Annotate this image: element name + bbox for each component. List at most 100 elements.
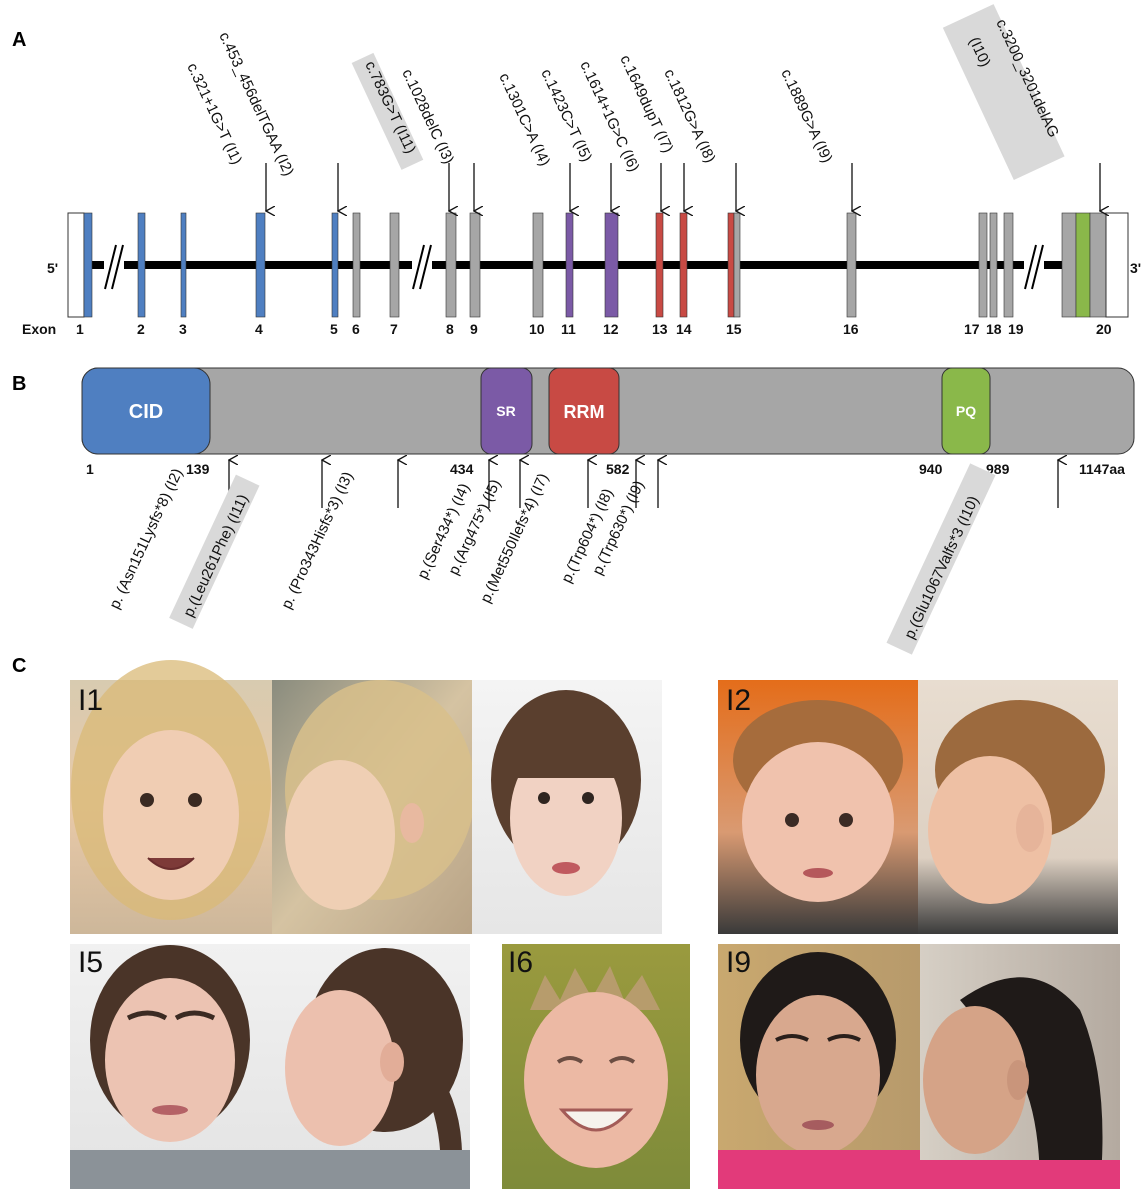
photo-i9-profile-face <box>923 1006 1027 1154</box>
exon-1 <box>83 212 93 318</box>
exon-number: 17 <box>964 321 980 337</box>
exon-number: 5 <box>330 321 338 337</box>
gene-structure: 5' 3' <box>47 212 1141 318</box>
exon-number: 1 <box>76 321 84 337</box>
photo-i5-front-shirt <box>70 1150 270 1189</box>
exon-16 <box>846 212 857 318</box>
panel-c-letter: C <box>12 655 26 677</box>
highlight-box-p1067 <box>886 463 996 655</box>
photo-i1-profile-ear <box>400 803 424 843</box>
exon-14 <box>679 212 688 318</box>
photo-group-i9: I9 <box>718 944 1120 1189</box>
panel-a-letter: A <box>12 29 26 51</box>
domain-sr <box>480 367 533 455</box>
aa-position: 139 <box>186 461 210 477</box>
domain-label-pq: PQ <box>956 403 976 419</box>
exon-20-gray-b <box>1089 212 1107 318</box>
aa-position: 434 <box>450 461 474 477</box>
photo-i5-front-face <box>105 978 235 1142</box>
photo-i9-front-brows <box>775 1034 861 1042</box>
photo-i9-front-face <box>756 995 880 1155</box>
photo-i6-face <box>524 992 668 1168</box>
exon-5 <box>331 212 339 318</box>
photo-i6-hair <box>530 966 660 1010</box>
exon-7 <box>389 212 400 318</box>
exon-number: 14 <box>676 321 692 337</box>
photo-group-i1: I1 <box>70 660 662 934</box>
highlight-box-c783 <box>351 52 424 170</box>
exon-4 <box>255 212 266 318</box>
photo-group-i6: I6 <box>502 944 690 1189</box>
aa-position: 989 <box>986 461 1010 477</box>
photo-i6-eyes <box>556 1056 636 1064</box>
exon-10 <box>532 212 544 318</box>
exon-20-green <box>1075 212 1091 318</box>
exon-15-red <box>727 212 735 318</box>
exon-number: 4 <box>255 321 263 337</box>
protein-variant-label: p. (Asn151Lysfs*8) (I2) <box>106 466 186 612</box>
domain-rrm <box>548 367 620 455</box>
aa-position: 1147aa <box>1079 461 1125 477</box>
exon-12 <box>604 212 619 318</box>
photo-group-i5: I5 <box>70 944 470 1189</box>
label-5prime: 5' <box>47 260 58 276</box>
highlight-box-c3200 <box>942 4 1065 181</box>
label-3prime: 3' <box>1130 260 1141 276</box>
aa-position: 582 <box>606 461 630 477</box>
aa-position: 1 <box>86 461 94 477</box>
domain-label-sr: SR <box>496 403 515 419</box>
exon-number: 19 <box>1008 321 1024 337</box>
aa-positions: 1 139 434 582 940 989 1147aa <box>86 461 1125 477</box>
break-mark-3 <box>1024 244 1044 290</box>
photo-group-i2: I2 <box>718 680 1118 934</box>
photo-i9-profile-shirt <box>920 1160 1120 1189</box>
break-mark-1 <box>104 244 124 290</box>
photo-label-i1: I1 <box>78 684 103 717</box>
utr-3prime <box>1105 212 1129 318</box>
photo-i1-profile-face <box>285 760 395 910</box>
photo-i9-front-mouth <box>802 1120 834 1130</box>
domain-label-cid: CID <box>129 401 163 423</box>
domain-label-rrm: RRM <box>564 402 605 422</box>
exon-number-row: Exon 1 2 3 4 5 6 7 8 9 10 11 12 13 14 15… <box>22 321 1112 337</box>
domain-cid <box>81 367 211 455</box>
photo-i2-front-mouth <box>803 868 833 878</box>
exon-11 <box>565 212 574 318</box>
photo-i5-front-mouth <box>152 1105 188 1115</box>
exon-number: 11 <box>561 321 576 337</box>
photo-i1-front-eye <box>140 793 154 807</box>
photo-label-i9: I9 <box>726 946 751 979</box>
photo-i2-front-face <box>742 742 894 902</box>
photo-i2-front-eye <box>785 813 799 827</box>
exon-number: 15 <box>726 321 742 337</box>
photo-i1-front-eye <box>188 793 202 807</box>
exon-number: 12 <box>603 321 619 337</box>
photo-i1-older-eye <box>582 792 594 804</box>
photo-i2-profile-face <box>928 756 1052 904</box>
break-mark-2 <box>412 244 432 290</box>
variant-label: c.1889G>A (I9) <box>777 67 835 166</box>
photo-i1-front-face <box>103 730 239 900</box>
photo-i6-smile <box>558 1108 634 1132</box>
protein-variant-label: p.(Leu261Phe) (I11) <box>180 492 252 620</box>
exon-6 <box>352 212 361 318</box>
protein-variant-label: p. (Pro343Hisfs*3) (I3) <box>278 469 356 611</box>
exon-number: 7 <box>390 321 398 337</box>
photo-i1-older-eye <box>538 792 550 804</box>
protein-variant-arrows <box>229 460 1058 508</box>
photo-i2-front-eye <box>839 813 853 827</box>
protein-variant-labels: p. (Asn151Lysfs*8) (I2) p.(Leu261Phe) (I… <box>106 463 996 655</box>
utr-5prime <box>67 212 85 318</box>
domain-pq <box>941 367 991 455</box>
exon-18 <box>989 212 998 318</box>
protein-diagram: CID SR RRM PQ <box>81 367 1135 455</box>
photo-i1-older-face <box>510 740 622 896</box>
photo-i5-profile-ear <box>380 1042 404 1082</box>
highlight-box-p261 <box>169 474 260 629</box>
exon-20-gray-a <box>1061 212 1077 318</box>
photo-label-i2: I2 <box>726 684 751 717</box>
photo-label-i6: I6 <box>508 946 533 979</box>
exon-number: 13 <box>652 321 668 337</box>
exon-number: 3 <box>179 321 187 337</box>
